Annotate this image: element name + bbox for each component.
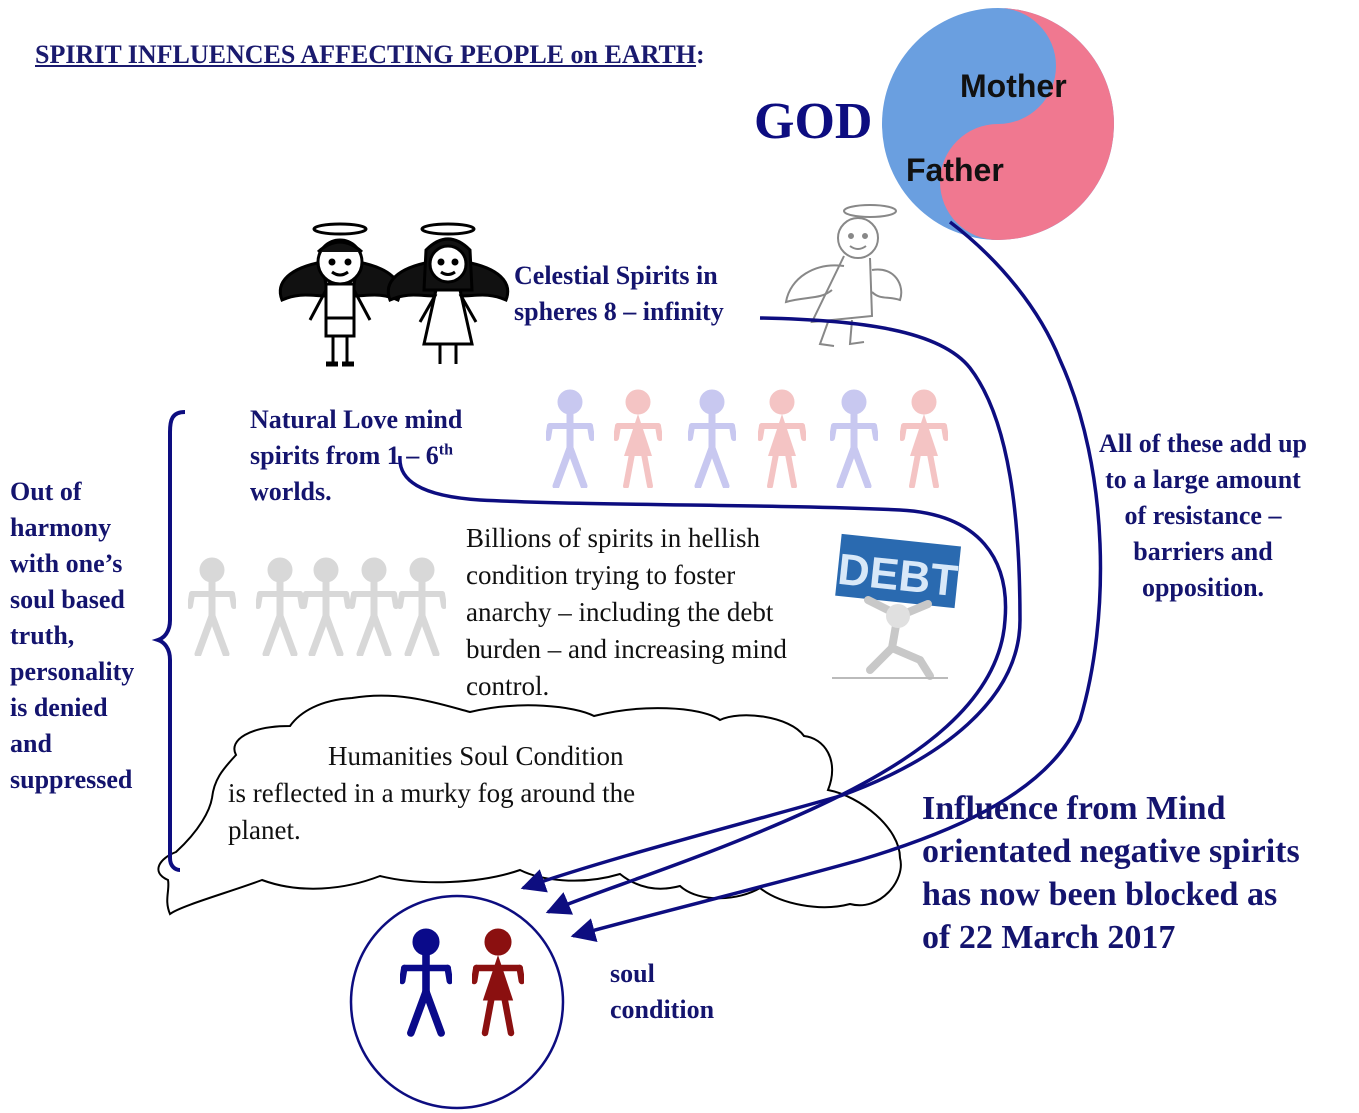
celestial-spirits-label: Celestial Spirits in spheres 8 – infinit… [514,261,724,326]
arrow-celestial-to-soul [520,316,1022,893]
sketch-angel-icon [784,204,903,347]
left-curly-bracket [151,410,186,872]
murky-fog-cloud [157,694,902,916]
father-label: Father [906,152,1004,188]
billions-spirits-text: Billions of spirits in hellish condition… [466,523,787,701]
humanities-soul-condition-text: Humanities Soul Condition is reflected i… [228,741,636,845]
debt-burden-icon: DEBT [832,533,962,680]
soul-condition-circle [349,894,565,1110]
natural-love-spirits-label: Natural Love mind spirits from 1 – 6th w… [250,405,463,506]
out-of-harmony-label: Out of harmony with one’s soul based tru… [10,477,135,794]
resistance-summary-label: All of these add up to a large amount of… [1098,429,1308,602]
mother-label: Mother [960,68,1067,104]
god-yin-yang-icon [882,8,1114,240]
page-title: SPIRIT INFLUENCES AFFECTING PEOPLE on EA… [35,40,705,69]
soul-condition-label: soul condition [610,959,715,1024]
natural-love-spirits-figures [548,390,946,486]
angel-boy-icon [278,222,402,367]
human-female-figure [474,929,522,1033]
hellish-spirits-grey-figures [190,558,444,654]
god-label: GOD [754,93,873,150]
angel-girl-icon [386,222,510,364]
human-male-figure [402,929,450,1033]
arrow-god-to-soul [570,220,1103,942]
arrow-natural-love-to-soul [398,455,1008,915]
influence-blocked-label: Influence from Mind orientated negative … [922,790,1300,956]
